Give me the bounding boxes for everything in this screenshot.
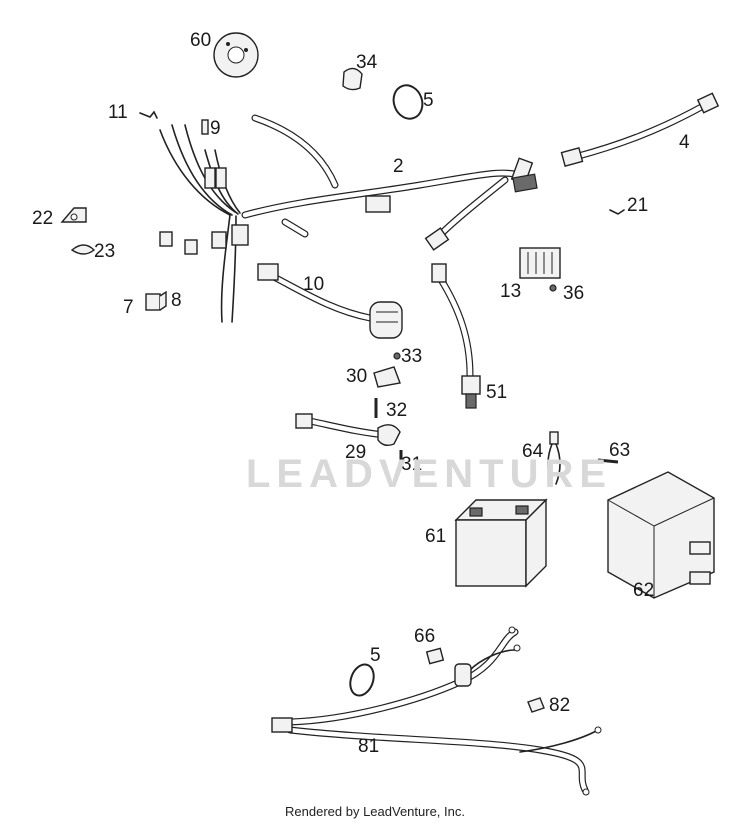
callout-32[interactable]: 32: [386, 400, 407, 421]
part-36-screw[interactable]: [549, 284, 557, 292]
callout-60[interactable]: 60: [190, 30, 211, 51]
callout-7[interactable]: 7: [123, 297, 134, 318]
callout-34[interactable]: 34: [356, 52, 378, 73]
part-51-sensor[interactable]: [431, 263, 481, 409]
part-22-bracket[interactable]: [60, 207, 87, 223]
callout-11[interactable]: 11: [108, 102, 128, 123]
callout-82[interactable]: 82: [549, 695, 570, 716]
part-5-cable-tie-top[interactable]: [389, 81, 427, 123]
part-21-clip[interactable]: [609, 209, 625, 215]
callout-36[interactable]: 36: [563, 283, 584, 304]
part-61-battery[interactable]: [454, 498, 548, 588]
callout-31[interactable]: 31: [401, 454, 422, 475]
callout-2[interactable]: 2: [393, 156, 404, 177]
callout-23[interactable]: 23: [94, 241, 115, 262]
callout-13[interactable]: 13: [500, 281, 521, 302]
part-5-cable-tie-bottom[interactable]: [346, 661, 378, 699]
part-33-nut[interactable]: [393, 352, 401, 360]
part-81-battery-harness[interactable]: [271, 626, 602, 796]
callout-5-bottom[interactable]: 5: [370, 645, 381, 666]
callout-66[interactable]: 66: [414, 626, 435, 647]
callout-9[interactable]: 9: [210, 118, 221, 139]
callout-21[interactable]: 21: [627, 195, 648, 216]
part-63-bolt[interactable]: [597, 458, 619, 464]
callout-8[interactable]: 8: [171, 290, 182, 311]
callout-5-top[interactable]: 5: [423, 90, 434, 111]
part-9-fuse[interactable]: [201, 119, 209, 135]
callout-64[interactable]: 64: [522, 441, 544, 462]
part-23-clamp[interactable]: [70, 244, 96, 255]
callout-10[interactable]: 10: [303, 274, 324, 295]
part-60-cover[interactable]: [213, 32, 259, 78]
footer-credit: Rendered by LeadVenture, Inc.: [285, 804, 465, 819]
callout-29[interactable]: 29: [345, 442, 366, 463]
callout-51[interactable]: 51: [486, 382, 507, 403]
part-34-grommet[interactable]: [342, 67, 363, 91]
part-13-regulator[interactable]: [519, 247, 561, 279]
part-4-lead[interactable]: [560, 92, 720, 167]
callout-22[interactable]: 22: [32, 208, 53, 229]
callout-63[interactable]: 63: [609, 440, 630, 461]
callout-61[interactable]: 61: [425, 526, 446, 547]
part-66-fuse-holder[interactable]: [425, 647, 445, 665]
part-7-relay[interactable]: [145, 290, 167, 311]
callout-62[interactable]: 62: [633, 580, 654, 601]
callout-81[interactable]: 81: [358, 736, 379, 757]
part-82-clip[interactable]: [527, 697, 545, 713]
part-2-main-harness[interactable]: [159, 114, 538, 323]
callout-4[interactable]: 4: [679, 132, 690, 153]
callout-labels: 60 34 5 11 9 2 4 21 22 23 13 36 10 7 8 3…: [32, 30, 690, 757]
part-11-clip[interactable]: [139, 110, 158, 119]
part-29-switch-lead[interactable]: [295, 413, 401, 447]
part-64-strap[interactable]: [547, 431, 561, 485]
part-62-battery-holder[interactable]: [607, 471, 715, 599]
callout-30[interactable]: 30: [346, 366, 367, 387]
callout-33[interactable]: 33: [401, 346, 422, 367]
part-10-relay-lead[interactable]: [257, 263, 403, 339]
part-30-bracket[interactable]: [373, 366, 401, 388]
